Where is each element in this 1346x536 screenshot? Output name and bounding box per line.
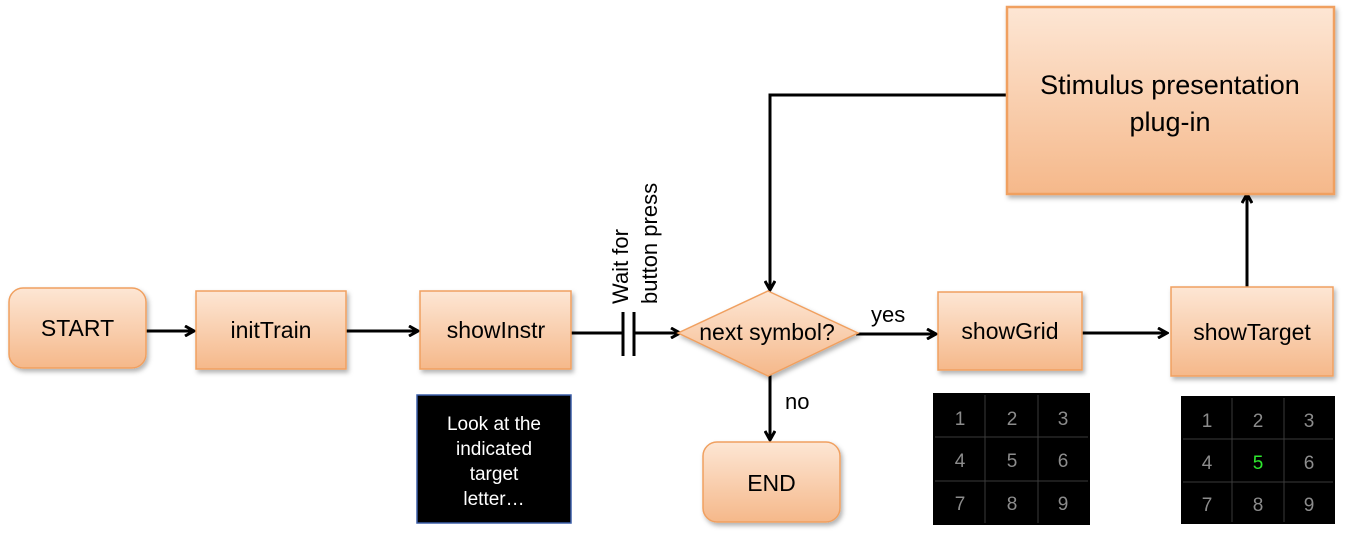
grid-cell-7: 7 <box>955 494 966 515</box>
target-screen: 1 2 3 4 5 6 7 8 9 <box>1181 396 1335 524</box>
plugin-label-line1: Stimulus presentation <box>1040 70 1300 100</box>
grid-cell-5: 5 <box>1007 451 1018 472</box>
showgrid-node: showGrid <box>937 291 1083 371</box>
instruction-line-3: target <box>470 464 519 485</box>
target-cell-9: 9 <box>1304 495 1315 516</box>
start-label: START <box>41 315 114 341</box>
showgrid-label: showGrid <box>961 318 1058 344</box>
inittrain-label: initTrain <box>231 317 312 343</box>
grid-cell-2: 2 <box>1007 409 1018 430</box>
decision-node: next symbol? <box>676 290 860 377</box>
showinstr-label: showInstr <box>447 317 546 343</box>
grid-cell-6: 6 <box>1058 451 1069 472</box>
target-cell-4: 4 <box>1202 453 1213 474</box>
yes-label: yes <box>871 302 905 327</box>
end-node: END <box>702 441 841 523</box>
showtarget-label: showTarget <box>1193 319 1311 345</box>
showinstr-node: showInstr <box>419 290 572 370</box>
showtarget-node: showTarget <box>1170 286 1334 377</box>
grid-cell-4: 4 <box>955 451 966 472</box>
instruction-line-4: letter… <box>463 489 524 510</box>
grid-cell-9: 9 <box>1058 494 1069 515</box>
start-node: START <box>8 287 147 369</box>
target-cell-2: 2 <box>1253 411 1264 432</box>
target-cell-7: 7 <box>1202 495 1213 516</box>
target-cell-8: 8 <box>1253 495 1264 516</box>
target-cell-6: 6 <box>1304 453 1315 474</box>
grid-cell-3: 3 <box>1058 409 1069 430</box>
plugin-label-line2: plug-in <box>1129 107 1210 137</box>
arrow-plugin-to-decision <box>770 93 1007 290</box>
end-label: END <box>747 470 796 496</box>
grid-screen: 1 2 3 4 5 6 7 8 9 <box>933 393 1090 525</box>
plugin-node: Stimulus presentation plug-in <box>1005 5 1336 196</box>
instruction-screen: Look at the indicated target letter… <box>416 394 572 524</box>
no-label: no <box>785 389 809 414</box>
decision-label: next symbol? <box>699 319 835 345</box>
target-cell-3: 3 <box>1304 411 1315 432</box>
target-cell-5-highlighted: 5 <box>1253 453 1264 474</box>
instruction-line-2: indicated <box>456 439 532 460</box>
inittrain-node: initTrain <box>195 290 347 370</box>
connectors <box>146 93 1247 440</box>
wait-label-line1: Wait for <box>608 229 633 304</box>
grid-cell-8: 8 <box>1007 494 1018 515</box>
wait-label-line2: button press <box>637 183 662 304</box>
grid-cell-1: 1 <box>955 409 966 430</box>
instruction-line-1: Look at the <box>447 414 541 435</box>
target-cell-1: 1 <box>1202 411 1213 432</box>
